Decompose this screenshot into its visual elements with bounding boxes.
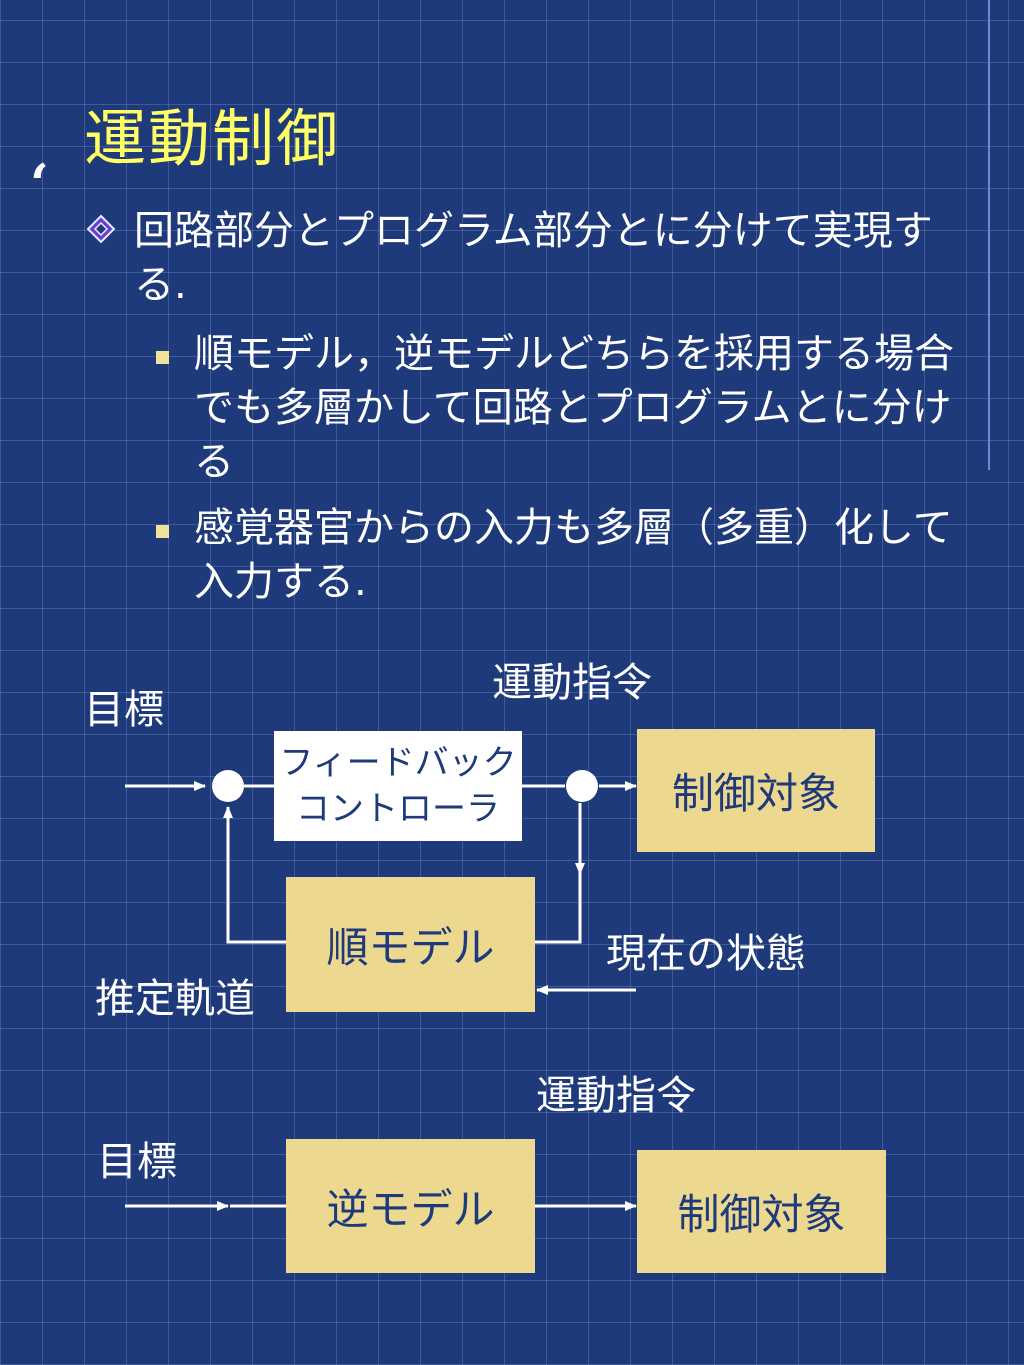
- square-bullet-icon: [156, 525, 169, 538]
- estimated-trajectory-label: 推定軌道: [95, 976, 255, 1022]
- bullet-text-2a: 順モデル，逆モデルどちらを採用する場合でも多層かして回路とプログラムとに分ける: [194, 331, 954, 485]
- command-feedback-line: [535, 874, 582, 944]
- summing-junction-circle: [212, 770, 244, 802]
- plant-box-1: 制御対象: [637, 729, 875, 852]
- right-vertical-rule: [988, 0, 990, 470]
- feedback-controller-box: フィードバック コントローラ: [274, 731, 522, 841]
- inverse-model-box: 逆モデル: [286, 1139, 535, 1273]
- branch-junction-circle: [566, 770, 598, 802]
- current-state-label: 現在の状態: [606, 931, 806, 977]
- plant-box-2: 制御対象: [637, 1150, 886, 1273]
- estimate-feedback-arrow: [223, 806, 286, 944]
- bullet-text-2b: 感覚器官からの入力も多層（多重）化して入力する.: [194, 505, 953, 605]
- bullet-text-1: 回路部分とプログラム部分とに分けて実現する.: [134, 208, 933, 308]
- feedback-controller-line1: フィードバック: [279, 743, 517, 783]
- quote-mark-icon: ‘: [30, 152, 49, 216]
- target-label-1: 目標: [84, 687, 164, 733]
- forward-model-box: 順モデル: [286, 877, 535, 1012]
- square-bullet-icon: [156, 351, 169, 364]
- motor-command-label-1: 運動指令: [492, 660, 652, 706]
- motor-command-label-2: 運動指令: [536, 1073, 696, 1119]
- slide-title: 運動制御: [84, 102, 341, 175]
- diamond-bullet-icon: [86, 214, 116, 244]
- target-label-2: 目標: [97, 1139, 177, 1185]
- feedback-controller-line2: コントローラ: [296, 789, 500, 829]
